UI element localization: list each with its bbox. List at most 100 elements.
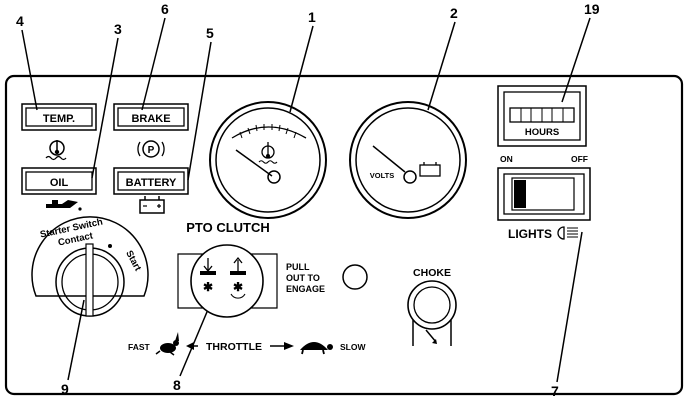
- choke-bezel: [407, 280, 457, 330]
- temperature-gauge-tick-marks: [239, 124, 297, 139]
- lights-switch-on-label: ON: [500, 154, 513, 164]
- callout-2-number: 2: [450, 5, 458, 21]
- callout-6: 6: [141, 1, 169, 111]
- pto-pull-label: PULL: [286, 262, 310, 272]
- battery-indicator-frame: [113, 167, 189, 195]
- callout-8-number: 8: [173, 377, 181, 393]
- hour-meter-face: [503, 91, 581, 141]
- temp-indicator-lens: [25, 107, 93, 127]
- headlight-icon: [557, 226, 578, 240]
- callout-1-number: 1: [308, 9, 316, 25]
- hour-meter-digit-dividers: [520, 108, 564, 122]
- pto-disengage-icon: ✱: [200, 258, 216, 294]
- lights-switch-rocker-dark-side: [514, 180, 526, 208]
- svg-text:✱: ✱: [203, 280, 213, 294]
- starter-key-slot[interactable]: [85, 243, 94, 317]
- voltmeter-needle: [372, 145, 406, 173]
- oil-indicator-frame: [21, 167, 97, 195]
- pto-clutch-title: PTO CLUTCH: [186, 220, 270, 235]
- callout-3-number: 3: [114, 21, 122, 37]
- lights-switch-rocker[interactable]: [511, 177, 575, 211]
- lights-switch[interactable]: ON OFF LIGHTS: [497, 154, 591, 241]
- callout-7-leader: [556, 231, 583, 383]
- callout-19-leader: [561, 17, 591, 103]
- callout-5-leader: [187, 41, 212, 181]
- lights-switch-bezel: [503, 173, 585, 215]
- svg-text:✱: ✱: [233, 280, 243, 294]
- callout-2: 2: [427, 5, 458, 111]
- temperature-gauge: [209, 101, 327, 219]
- choke-knob[interactable]: [413, 286, 451, 324]
- callout-7: 7: [551, 231, 583, 399]
- choke-label: CHOKE: [413, 267, 451, 279]
- choke-arrow-icon: [425, 329, 437, 344]
- temp-indicator: TEMP.: [21, 103, 97, 131]
- callout-1-leader: [289, 25, 314, 113]
- battery-icon: [139, 196, 165, 214]
- starter-start-dot: [108, 244, 112, 248]
- oil-indicator: OIL: [21, 167, 97, 195]
- brake-indicator-frame: [113, 103, 189, 131]
- lights-switch-housing: [497, 167, 591, 221]
- pto-clutch[interactable]: PTO CLUTCH ✱ ✱ PULL OUT TO ENGAGE: [177, 220, 325, 318]
- callout-9: 9: [61, 299, 85, 397]
- callout-1: 1: [289, 9, 316, 113]
- battery-indicator-label: BATTERY: [126, 177, 177, 189]
- voltmeter-pivot: [403, 170, 417, 184]
- throttle-control: FAST THROTTLE SLOW: [128, 332, 366, 356]
- temperature-gauge-needle: [235, 149, 273, 177]
- brake-indicator-lens: [117, 107, 185, 127]
- panel-plug-hole: [342, 264, 368, 290]
- brake-indicator-label: BRAKE: [131, 113, 170, 125]
- callout-3: 3: [91, 21, 122, 179]
- battery-indicator: BATTERY: [113, 167, 189, 195]
- voltmeter-bezel: [349, 101, 467, 219]
- temperature-gauge-scale: [231, 126, 307, 139]
- callout-3-leader: [91, 37, 119, 179]
- voltmeter-battery-icon: [419, 162, 441, 177]
- throttle-label: THROTTLE: [206, 341, 262, 353]
- starter-switch-plate: [31, 216, 149, 297]
- rabbit-icon: [155, 332, 179, 356]
- hour-meter-housing: [497, 85, 587, 147]
- callout-19-number: 19: [584, 1, 600, 17]
- dashboard-panel: [4, 74, 684, 396]
- callout-4: 4: [16, 13, 38, 111]
- svg-text:P: P: [148, 145, 155, 156]
- battery-indicator-lens: [117, 171, 185, 191]
- callout-9-number: 9: [61, 381, 69, 397]
- callout-4-number: 4: [16, 13, 24, 29]
- callout-8-leader: [179, 299, 213, 377]
- oil-can-icon: [46, 200, 82, 211]
- callout-2-leader: [427, 21, 456, 111]
- throttle-slow-label: SLOW: [340, 342, 366, 352]
- pto-engage-icon: ✱: [230, 256, 246, 299]
- callout-6-leader: [141, 17, 166, 111]
- starter-start-label: Start: [123, 249, 143, 274]
- temperature-gauge-face: [215, 107, 321, 213]
- starter-switch[interactable]: Starter Switch Contact Start: [31, 216, 149, 317]
- callout-7-number: 7: [551, 383, 559, 399]
- lights-switch-label: LIGHTS: [508, 227, 552, 241]
- callout-5-number: 5: [206, 25, 214, 41]
- hour-meter-label: HOURS: [525, 127, 559, 138]
- temp-icon: [45, 140, 67, 161]
- throttle-right-arrow: [284, 342, 294, 350]
- hour-meter: HOURS: [497, 85, 587, 147]
- turtle-icon: [300, 342, 333, 355]
- choke-control[interactable]: CHOKE: [407, 267, 457, 346]
- brake-indicator: BRAKE: [113, 103, 189, 131]
- parking-brake-icon: P: [137, 140, 165, 158]
- pto-out-to-label: OUT TO: [286, 273, 320, 283]
- throttle-left-arrow: [186, 342, 194, 350]
- oil-indicator-label: OIL: [50, 177, 69, 189]
- callout-4-leader: [21, 29, 38, 111]
- callout-6-number: 6: [161, 1, 169, 17]
- temp-indicator-label: TEMP.: [43, 113, 75, 125]
- temperature-gauge-bezel: [209, 101, 327, 219]
- temperature-gauge-pivot: [267, 170, 281, 184]
- pto-clutch-knob[interactable]: [190, 244, 264, 318]
- lights-switch-off-label: OFF: [571, 154, 588, 164]
- callout-9-leader: [67, 299, 85, 381]
